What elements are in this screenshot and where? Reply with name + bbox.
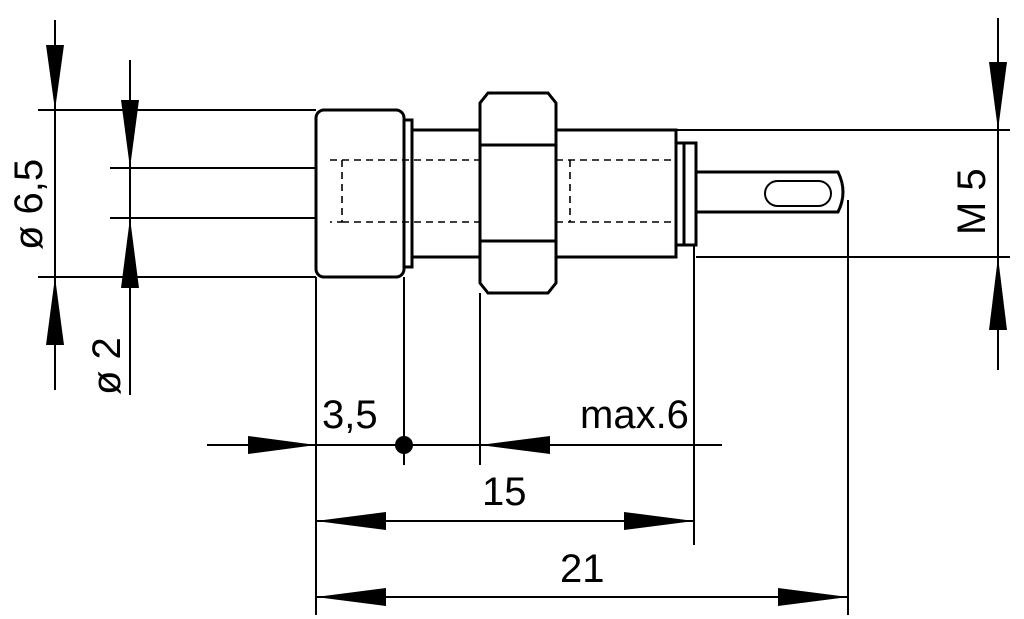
solder-pin: [696, 170, 845, 214]
thread-label: M 5: [950, 168, 994, 235]
dimension-lines: [38, 18, 1010, 615]
thread-left: [404, 118, 480, 269]
hidden-bore: [330, 159, 676, 223]
thread-right: [556, 128, 698, 259]
max-thread-label: max.6: [580, 393, 689, 437]
dia-pin-label: ø 2: [85, 337, 129, 395]
hex-nut: [478, 91, 558, 295]
dia-outer-label: ø 6,5: [7, 159, 51, 250]
length-21-label: 21: [560, 547, 605, 591]
length-15-label: 15: [482, 470, 527, 514]
part-outline: [314, 91, 845, 295]
head-length-label: 3,5: [322, 393, 378, 437]
socket-head: [314, 108, 406, 279]
solder-slot: [764, 180, 832, 207]
